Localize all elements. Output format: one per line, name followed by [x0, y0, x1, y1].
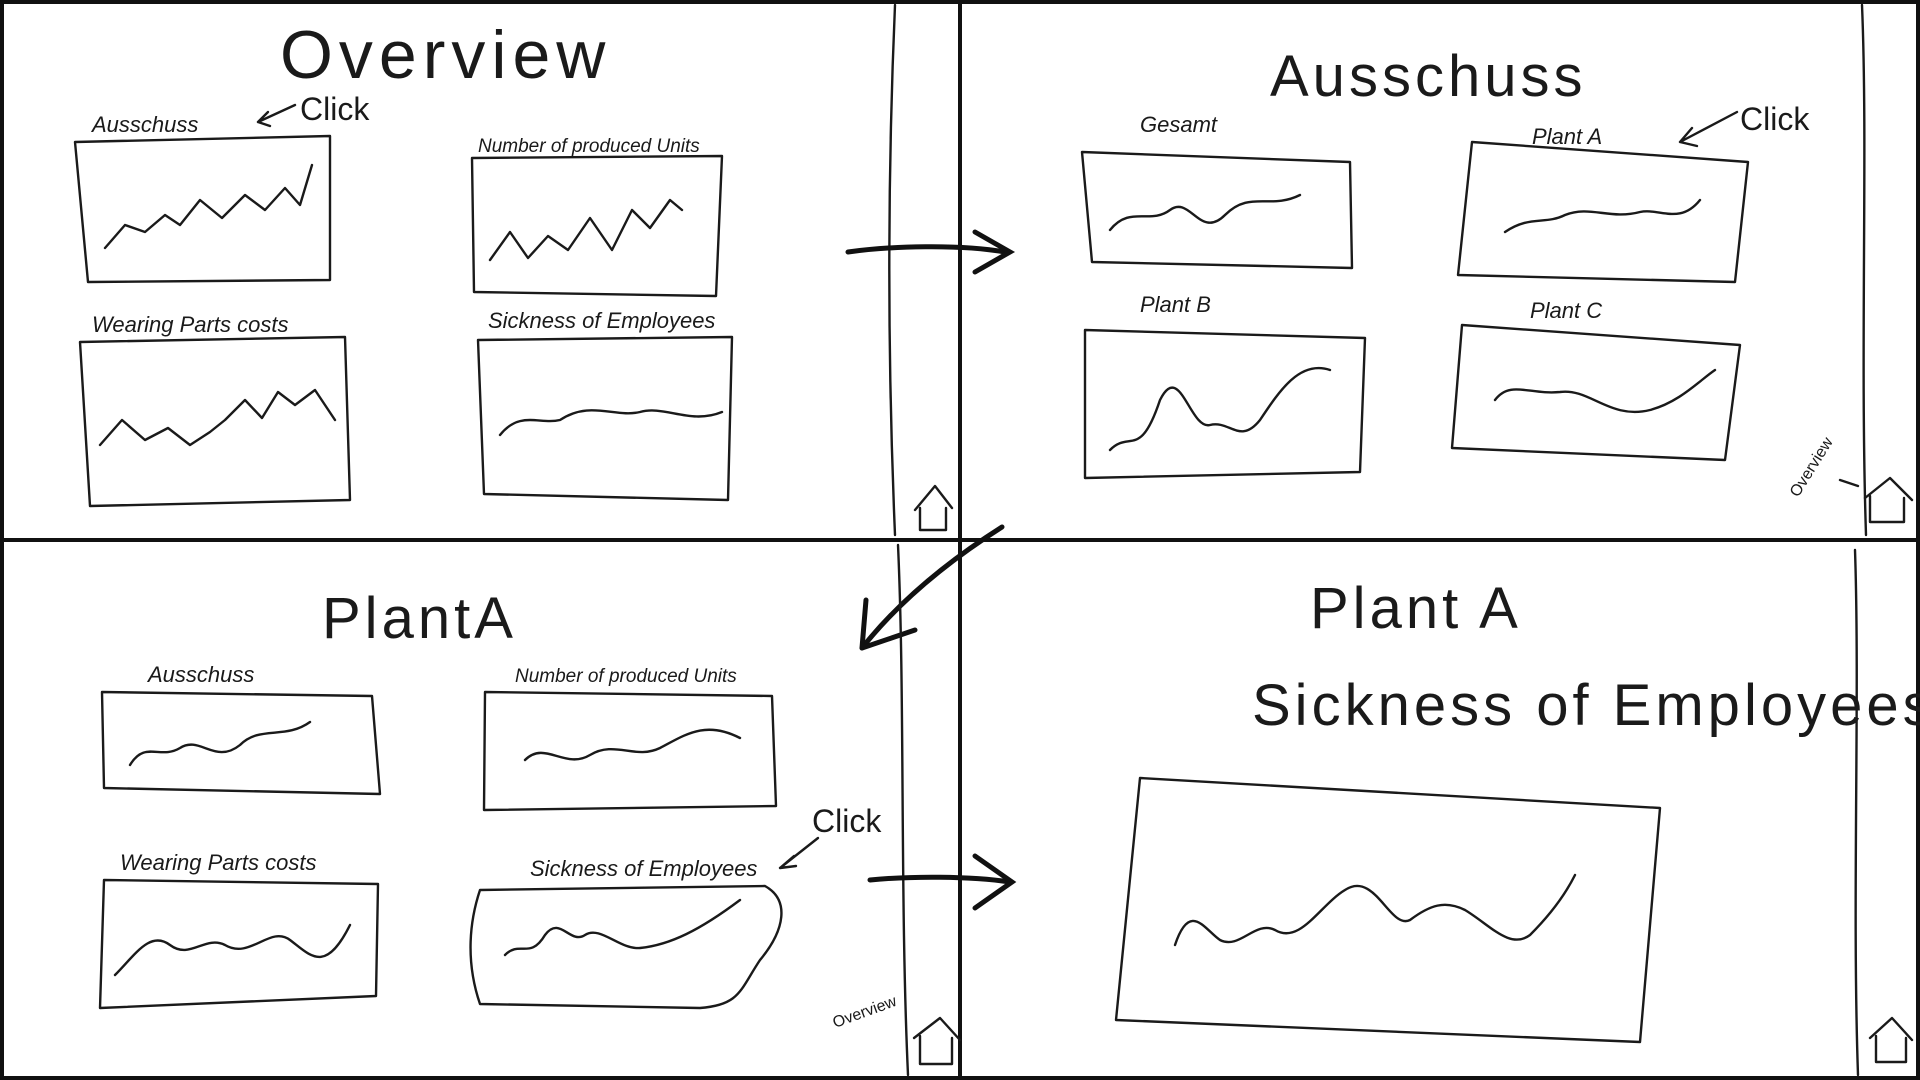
panel-plant-a-detail: Plant A Sickness of Employees — [1114, 548, 1920, 1077]
trend-line — [1503, 198, 1702, 234]
arrow-icon — [867, 853, 1017, 911]
panel-title: PlantA — [322, 586, 517, 651]
click-annotation: Click — [812, 803, 882, 839]
nav-pointer — [1838, 478, 1860, 488]
chart-card-sickness[interactable]: Sickness of Employees — [469, 856, 783, 1010]
chart-label: Sickness of Employees — [488, 308, 715, 333]
chart-box[interactable] — [1114, 776, 1662, 1044]
click-annotation: Click — [1740, 101, 1810, 137]
chart-box[interactable] — [98, 878, 380, 1010]
trend-line — [103, 163, 314, 250]
arrow-icon — [859, 524, 1005, 651]
trend-line — [1493, 368, 1717, 413]
chart-label: Wearing Parts costs — [120, 850, 316, 875]
nav-label: Overview — [1787, 434, 1837, 500]
nav-label: Overview — [831, 993, 900, 1032]
chart-box[interactable] — [1083, 328, 1367, 480]
chart-card-produced-units[interactable]: Number of produced Units — [482, 666, 778, 812]
chart-box[interactable] — [482, 690, 778, 812]
chart-box[interactable] — [469, 884, 783, 1010]
chart-card-gesamt[interactable]: Gesamt — [1080, 112, 1354, 270]
click-arrow-icon — [778, 836, 820, 870]
chart-label: Ausschuss — [90, 112, 198, 137]
home-icon[interactable] — [1863, 476, 1914, 524]
panel-ausschuss: Ausschuss Gesamt Plant A Click Plant B P… — [1080, 3, 1914, 537]
chart-label: Number of produced Units — [478, 136, 700, 157]
chart-label: Ausschuss — [146, 662, 254, 687]
panel-title: Ausschuss — [1270, 44, 1586, 109]
scrollbar-line — [1853, 548, 1860, 1077]
home-icon[interactable] — [912, 1016, 962, 1066]
trend-line — [1173, 873, 1577, 947]
chart-box[interactable] — [470, 154, 724, 298]
nav-overview[interactable]: Overview — [1787, 434, 1914, 524]
chart-card-wearing-parts[interactable]: Wearing Parts costs — [98, 850, 380, 1010]
scrollbar-line — [888, 3, 897, 537]
chart-label: Gesamt — [1140, 112, 1218, 137]
scrollbar-line — [1860, 3, 1868, 537]
scrollbar-line — [896, 543, 910, 1077]
trend-line — [498, 409, 724, 437]
chart-detail-sickness[interactable] — [1114, 776, 1662, 1044]
panel-title: Overview — [280, 17, 611, 93]
chart-box[interactable] — [78, 335, 352, 508]
chart-card-wearing-parts[interactable]: Wearing Parts costs — [78, 312, 352, 508]
chart-box[interactable] — [1080, 150, 1354, 270]
chart-label: Wearing Parts costs — [92, 312, 288, 337]
trend-line — [503, 898, 742, 957]
chart-label: Plant C — [1530, 298, 1602, 323]
panel-overview: Overview Ausschuss Click Number of produ… — [73, 3, 954, 537]
click-arrow-icon — [256, 103, 297, 128]
chart-card-plant-c[interactable]: Plant C — [1450, 298, 1742, 462]
chart-card-plant-a[interactable]: Plant A — [1456, 124, 1750, 284]
chart-card-ausschuss[interactable]: Ausschuss — [100, 662, 382, 796]
chart-label: Sickness of Employees — [530, 856, 757, 881]
chart-card-plant-b[interactable]: Plant B — [1083, 292, 1367, 480]
chart-box[interactable] — [73, 134, 332, 284]
chart-box[interactable] — [476, 335, 734, 502]
chart-label: Plant A — [1532, 124, 1602, 149]
trend-line — [128, 720, 312, 767]
trend-line — [98, 388, 337, 447]
chart-box[interactable] — [1456, 140, 1750, 284]
trend-line — [523, 728, 742, 762]
chart-card-ausschuss[interactable]: Ausschuss — [73, 112, 332, 284]
chart-card-sickness[interactable]: Sickness of Employees — [476, 308, 734, 502]
arrow-icon — [845, 229, 1016, 275]
panel-subtitle: Sickness of Employees — [1252, 673, 1920, 738]
trend-line — [1108, 193, 1302, 232]
nav-overview[interactable]: Overview — [831, 993, 962, 1066]
trend-line — [113, 923, 352, 977]
chart-label: Plant B — [1140, 292, 1211, 317]
panel-plant-a: PlantA Ausschuss Number of produced Unit… — [98, 543, 962, 1077]
home-icon[interactable] — [1868, 1016, 1914, 1064]
trend-line — [1108, 367, 1332, 452]
click-annotation: Click — [300, 91, 370, 127]
chart-label: Number of produced Units — [515, 666, 737, 687]
panel-title: Plant A — [1310, 576, 1522, 641]
home-icon[interactable] — [913, 484, 954, 532]
click-arrow-icon — [1678, 110, 1739, 148]
chart-box[interactable] — [1450, 323, 1742, 462]
chart-box[interactable] — [100, 690, 382, 796]
chart-card-produced-units[interactable]: Number of produced Units — [470, 136, 724, 298]
trend-line — [488, 198, 684, 262]
